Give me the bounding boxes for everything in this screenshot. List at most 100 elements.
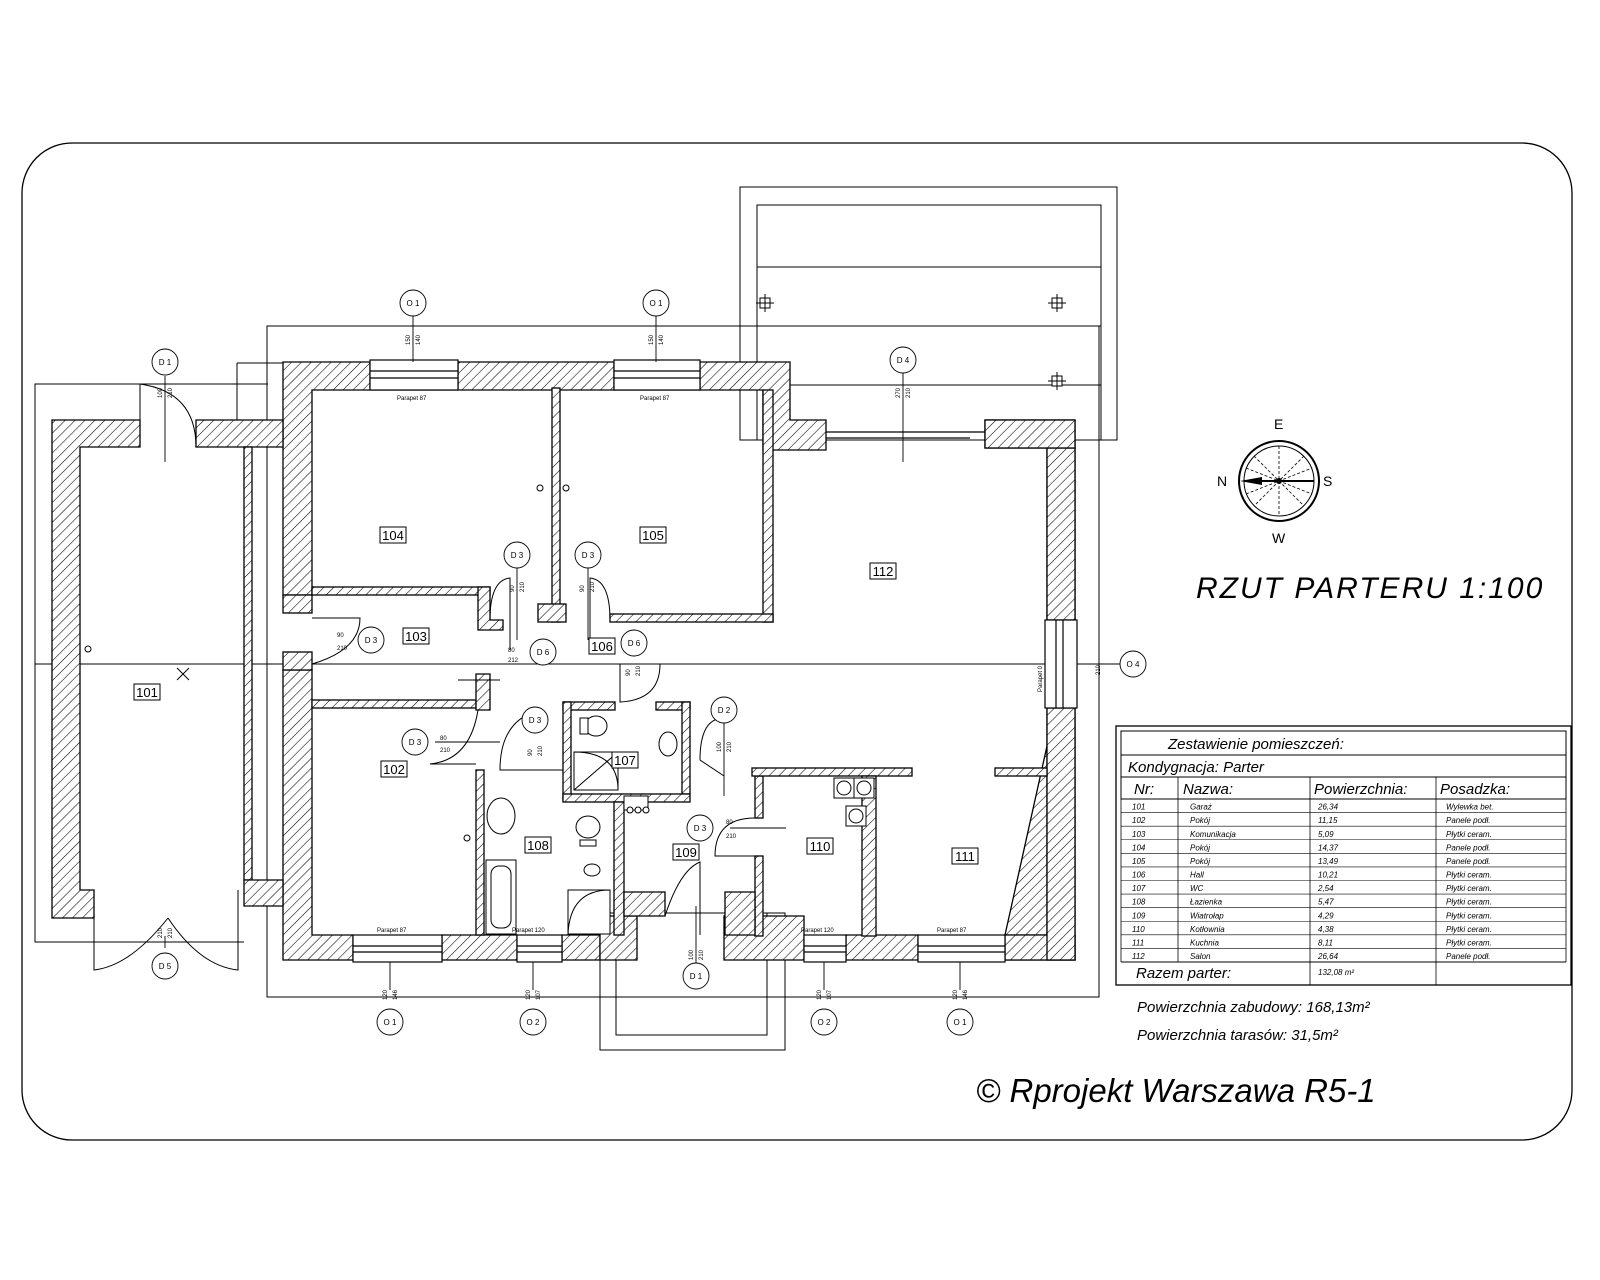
compass-s: S: [1323, 473, 1332, 489]
table-cell-r5-c1: Hall: [1190, 871, 1204, 880]
table-header-powierzchnia: Powierzchnia:: [1314, 781, 1407, 798]
table-total-label: Razem parter:: [1136, 965, 1231, 982]
svg-text:210: 210: [168, 927, 174, 938]
compass-n: N: [1217, 473, 1227, 489]
table-cell-r10-c1: Kuchnia: [1190, 938, 1219, 947]
table-cell-r7-c2: 5,47: [1318, 898, 1334, 907]
table-cell-r7-c3: Płytki ceram.: [1446, 898, 1492, 907]
svg-text:150: 150: [649, 334, 655, 345]
svg-text:90: 90: [337, 633, 344, 639]
svg-text:210: 210: [636, 665, 642, 676]
tag-d1-garage: D 1: [159, 358, 172, 367]
room-107: 107: [614, 753, 636, 768]
table-cell-r8-c2: 4,29: [1318, 911, 1334, 920]
table-title: Zestawienie pomieszczeń:: [1167, 736, 1344, 753]
svg-text:90: 90: [528, 749, 534, 756]
table-cell-r2-c2: 5,09: [1318, 830, 1334, 839]
table-cell-r0-c0: 101: [1132, 803, 1145, 812]
svg-text:Parapet 87: Parapet 87: [397, 396, 427, 402]
svg-text:150: 150: [406, 334, 412, 345]
element-tag-labels: O 1 O 1 D 1 D 4 D 3 D 3 D 3 D 6 D 6 D 3 …: [159, 299, 1140, 1027]
sheet-frame: [21, 142, 1573, 1141]
tag-d4-terrace: D 4: [897, 356, 910, 365]
svg-text:210: 210: [727, 741, 733, 752]
svg-text:80: 80: [726, 820, 733, 826]
table-cell-r5-c0: 106: [1132, 871, 1146, 880]
table-header-nazwa: Nazwa:: [1183, 781, 1233, 798]
table-header-nr: Nr:: [1134, 781, 1154, 798]
svg-text:90: 90: [580, 585, 586, 592]
table-cell-r5-c2: 10,21: [1318, 871, 1338, 880]
room-102: 102: [383, 762, 405, 777]
table-cell-r4-c2: 13,49: [1318, 857, 1339, 866]
svg-text:90: 90: [510, 585, 516, 592]
summary-zabudowa: Powierzchnia zabudowy: 168,13m²: [1137, 999, 1371, 1016]
shower-108-icon: [567, 889, 611, 935]
table-cell-r10-c2: 8,11: [1318, 938, 1333, 947]
svg-text:210: 210: [726, 834, 737, 840]
svg-text:210: 210: [538, 745, 544, 756]
table-cell-r6-c3: Płytki ceram.: [1446, 884, 1492, 893]
table-cell-r6-c2: 2,54: [1317, 884, 1334, 893]
svg-text:140: 140: [416, 334, 422, 345]
table-kondygnacja: Kondygnacja: Parter: [1128, 759, 1265, 776]
room-108: 108: [527, 838, 549, 853]
table-cell-r8-c0: 109: [1132, 911, 1146, 920]
table-cell-r2-c0: 103: [1132, 830, 1146, 839]
svg-text:100: 100: [158, 387, 164, 398]
tag-o2-a: O 2: [527, 1018, 540, 1027]
table-cell-r1-c1: Pokój: [1190, 816, 1210, 825]
tag-o1-a: O 1: [407, 299, 420, 308]
table-cell-r11-c2: 26,64: [1317, 952, 1339, 961]
table-cell-r2-c3: Płytki ceram.: [1446, 830, 1492, 839]
washbasin-icon: [486, 797, 516, 835]
table-cell-r9-c1: Kotłownia: [1190, 925, 1225, 934]
svg-text:Parapet 87: Parapet 87: [937, 928, 967, 934]
compass-icon: N S E W: [1217, 416, 1332, 546]
table-cell-r4-c0: 105: [1132, 857, 1146, 866]
tag-d6: D 6: [537, 648, 550, 657]
svg-text:210: 210: [906, 387, 912, 398]
svg-text:Parapet 0: Parapet 0: [1038, 665, 1044, 692]
table-cell-r3-c0: 104: [1132, 843, 1146, 852]
tag-d3-108: D 3: [529, 716, 542, 725]
svg-text:210: 210: [520, 581, 526, 592]
compass-e: E: [1274, 416, 1283, 432]
svg-text:146: 146: [393, 989, 399, 1000]
svg-text:90: 90: [626, 669, 632, 676]
tag-d5: D 5: [159, 962, 172, 971]
table-cell-r1-c0: 102: [1132, 816, 1146, 825]
svg-text:210: 210: [440, 748, 451, 754]
element-tags: [151, 289, 1147, 1036]
sink-108-icon: [583, 863, 601, 877]
table-cell-r9-c2: 4,38: [1318, 925, 1334, 934]
table-total-value: 132,08 m²: [1318, 968, 1354, 977]
table-cell-r6-c1: WC: [1190, 884, 1204, 893]
table-cell-r2-c1: Komunikacja: [1190, 830, 1236, 839]
svg-text:80: 80: [508, 648, 515, 654]
table-cell-r7-c1: Łazienka: [1190, 898, 1223, 907]
table-cell-r0-c2: 26,34: [1317, 803, 1339, 812]
sanitary-fixtures: [84, 294, 1066, 935]
svg-text:120: 120: [953, 989, 959, 1000]
table-cell-r0-c1: Garaż: [1190, 803, 1212, 812]
table-cell-r9-c3: Płytki ceram.: [1446, 925, 1492, 934]
table-cell-r1-c3: Panele podł.: [1446, 816, 1490, 825]
table-cell-r9-c0: 110: [1132, 925, 1145, 934]
table-cell-r5-c3: Płytki ceram.: [1446, 871, 1492, 880]
svg-text:210: 210: [337, 646, 348, 652]
tag-d3-104: D 3: [511, 551, 524, 560]
room-110: 110: [810, 839, 831, 854]
svg-text:Parapet 87: Parapet 87: [640, 396, 670, 402]
walls: [51, 361, 1076, 961]
table-cell-r11-c1: Salon: [1190, 952, 1211, 961]
tag-d6-106: D 6: [628, 639, 641, 648]
table-cell-r8-c1: Wiatrołap: [1190, 911, 1224, 920]
room-schedule-table: [1115, 725, 1572, 986]
copyright-note: © Rprojekt Warszawa R5-1: [976, 1072, 1376, 1109]
drawing-title: RZUT PARTERU 1:100: [1196, 572, 1544, 605]
tag-d3-105: D 3: [582, 551, 595, 560]
tag-d2-hall: D 2: [718, 706, 731, 715]
sink-icon: [658, 731, 678, 757]
